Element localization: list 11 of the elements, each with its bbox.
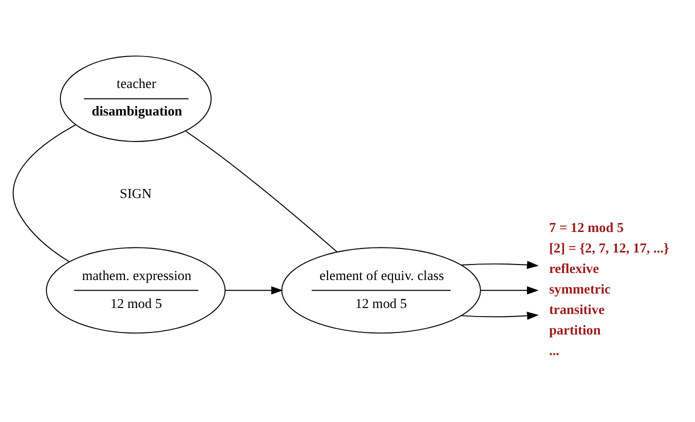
- node-text: 7 = 12 mod 5 [2] = {2, 7, 12, 17, ...} reflexive symmetric transitive partition ...: [549, 219, 670, 358]
- arrow: [480, 286, 539, 294]
- arrow: [224, 286, 283, 294]
- label: SIGN: [120, 186, 152, 201]
- connector: [185, 130, 338, 252]
- node-ellipse: teacher disambiguation: [60, 55, 212, 142]
- connector: [12, 124, 76, 262]
- arrow: [461, 311, 539, 320]
- node-ellipse: mathem. expression 12 mod 5: [46, 246, 226, 334]
- arrow: [461, 260, 539, 268]
- node-ellipse: element of equiv. class 12 mod 5: [281, 246, 481, 334]
